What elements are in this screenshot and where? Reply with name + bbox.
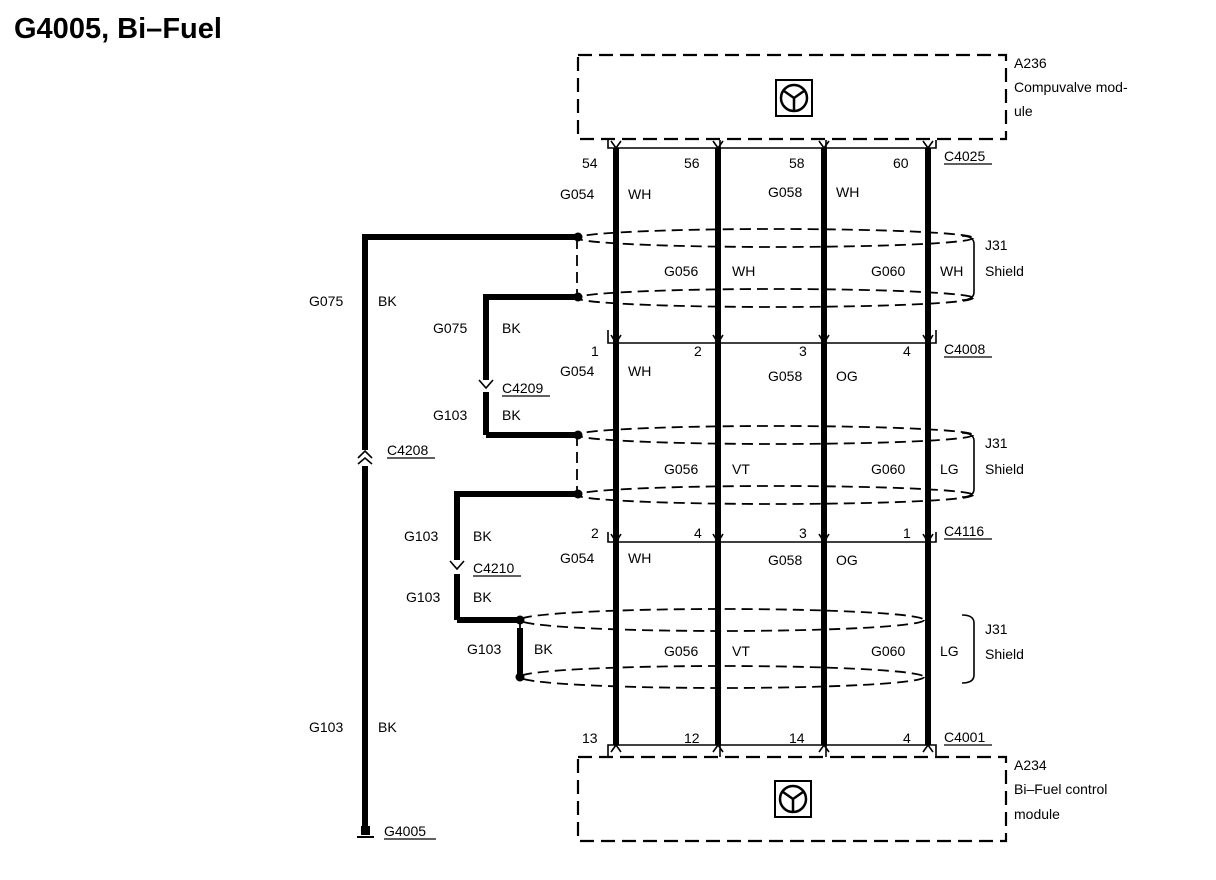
module-a234-box — [576, 755, 1008, 843]
color-label: BK — [502, 407, 521, 423]
color-label: VT — [732, 461, 750, 477]
labels-segment-1: G054 WH G058 WH G056 WH G060 WH J31 Shie… — [560, 184, 1024, 279]
color-label: WH — [940, 263, 963, 279]
shield-1 — [576, 228, 975, 308]
circuit-label: G103 — [406, 589, 440, 605]
module-a234-name-2: module — [1014, 806, 1060, 822]
pin-number: 3 — [799, 525, 807, 541]
diagram-title: G4005, Bi–Fuel — [14, 13, 222, 45]
circuit-label: G054 — [560, 363, 594, 379]
pin-number: 56 — [684, 155, 700, 171]
circuit-label: G056 — [664, 263, 698, 279]
pin-number: 13 — [582, 730, 598, 746]
connector-c4001 — [607, 743, 937, 757]
color-label: WH — [836, 184, 859, 200]
module-a236-id: A236 — [1014, 55, 1047, 71]
pins-c4008: 1 2 3 4 — [591, 343, 911, 359]
pin-number: 2 — [694, 343, 702, 359]
shield-label: Shield — [985, 461, 1024, 477]
module-a234-id: A234 — [1014, 757, 1047, 773]
shield-id: J31 — [985, 237, 1008, 253]
circuit-label: G054 — [560, 550, 594, 566]
circuit-label: G056 — [664, 643, 698, 659]
connector-c4116-name: C4116 — [944, 523, 984, 539]
pin-number: 58 — [789, 155, 805, 171]
circuit-label: G060 — [871, 461, 905, 477]
pins-c4116: 2 4 3 1 — [591, 525, 911, 541]
color-label: WH — [732, 263, 755, 279]
module-a236: A236 Compuvalve mod- ule — [576, 53, 1128, 141]
color-label: BK — [502, 320, 521, 336]
pin-number: 14 — [789, 730, 805, 746]
color-label: LG — [940, 461, 959, 477]
labels-segment-3: G054 WH G058 OG G056 VT G060 LG J31 Shie… — [560, 550, 1024, 662]
circuit-label: G058 — [768, 552, 802, 568]
color-label: BK — [534, 641, 553, 657]
circuit-label: G058 — [768, 368, 802, 384]
circuit-label: G054 — [560, 186, 594, 202]
module-a236-name-2: ule — [1014, 103, 1033, 119]
color-label: OG — [836, 552, 858, 568]
circuit-label: G058 — [768, 184, 802, 200]
ground-g4005-label: G4005 — [384, 823, 426, 839]
pin-number: 4 — [694, 525, 702, 541]
pin-number: 12 — [684, 730, 700, 746]
shield-id: J31 — [985, 435, 1008, 451]
module-symbol-icon — [775, 79, 813, 117]
circuit-label: G060 — [871, 263, 905, 279]
shield-id: J31 — [985, 621, 1008, 637]
color-label: OG — [836, 368, 858, 384]
color-label: WH — [628, 363, 651, 379]
pin-number: 4 — [903, 343, 911, 359]
module-a234: A234 Bi–Fuel control module — [576, 755, 1107, 843]
module-symbol-icon — [774, 780, 812, 818]
color-label: BK — [473, 589, 492, 605]
pin-number: 4 — [903, 730, 911, 746]
circuit-label: G103 — [404, 528, 438, 544]
circuit-label: G056 — [664, 461, 698, 477]
labels-segment-2: G054 WH G058 OG G056 VT G060 LG J31 Shie… — [560, 363, 1024, 477]
pin-number: 1 — [591, 343, 599, 359]
pin-number: 1 — [903, 525, 911, 541]
pin-number: 2 — [591, 525, 599, 541]
connector-c4209-name: C4209 — [502, 380, 543, 396]
connector-c4025-name: C4025 — [944, 148, 985, 164]
color-label: BK — [378, 719, 397, 735]
shield-label: Shield — [985, 646, 1024, 662]
color-label: LG — [940, 643, 959, 659]
connector-c4210-name: C4210 — [473, 560, 514, 576]
connector-c4008 — [607, 330, 937, 345]
connector-c4001-name: C4001 — [944, 729, 985, 745]
circuit-label: G075 — [309, 293, 343, 309]
color-label: WH — [628, 550, 651, 566]
pin-number: 3 — [799, 343, 807, 359]
circuit-label: G060 — [871, 643, 905, 659]
ground-icon — [357, 826, 374, 838]
connector-c4008-name: C4008 — [944, 341, 985, 357]
shield-2 — [576, 425, 975, 505]
circuit-label: G103 — [309, 719, 343, 735]
pin-number: 54 — [582, 155, 598, 171]
color-label: BK — [473, 528, 492, 544]
labels-ground-wires: G075 BK G075 BK G103 BK G103 BK G103 BK … — [309, 293, 553, 735]
module-a234-name-1: Bi–Fuel control — [1014, 781, 1107, 797]
connector-c4208-name: C4208 — [387, 442, 428, 458]
connector-c4116 — [607, 532, 937, 544]
circuit-label: G103 — [467, 641, 501, 657]
color-label: WH — [628, 186, 651, 202]
pins-c4001: 13 12 14 4 — [582, 730, 911, 746]
shield-label: Shield — [985, 263, 1024, 279]
pins-c4025: 54 56 58 60 — [582, 155, 909, 171]
ground-wires — [357, 232, 583, 826]
color-label: VT — [732, 643, 750, 659]
circuit-label: G075 — [433, 320, 467, 336]
circuit-label: G103 — [433, 407, 467, 423]
connector-c4025 — [607, 140, 937, 150]
color-label: BK — [378, 293, 397, 309]
pin-number: 60 — [893, 155, 909, 171]
module-a236-name-1: Compuvalve mod- — [1014, 79, 1128, 95]
module-a236-box — [576, 53, 1008, 141]
